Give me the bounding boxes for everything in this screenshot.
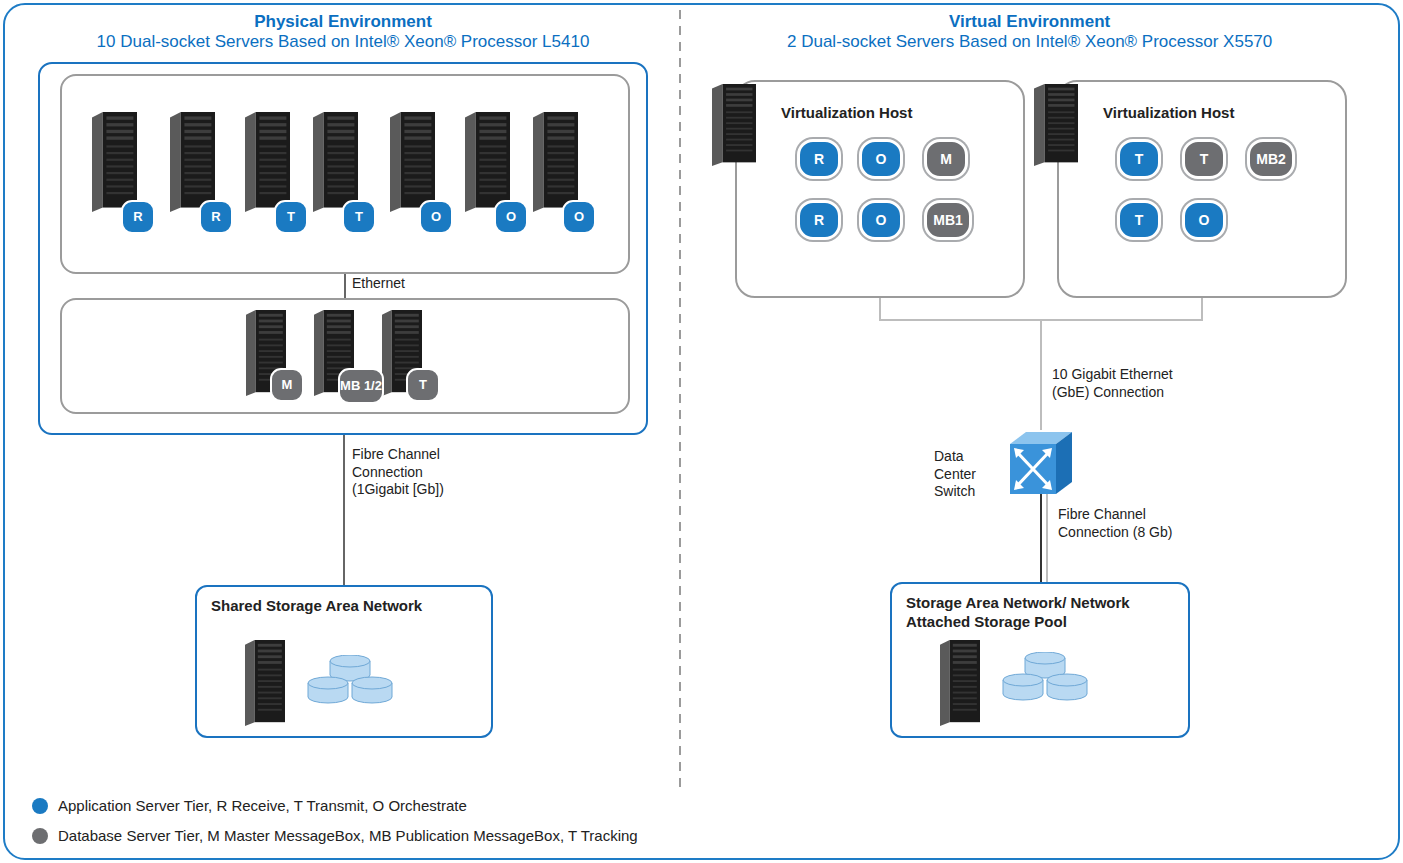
section-heading: 2 Dual-socket Servers Based on Intel® Xe… (787, 32, 1272, 52)
server-badge: T (342, 200, 376, 234)
badge-label: O (876, 213, 887, 228)
server-badge: O (419, 200, 453, 234)
connector (1041, 298, 1202, 430)
badge-label: R (814, 213, 824, 228)
storage-box: Storage Area Network/ Network Attached S… (890, 582, 1190, 738)
legend-row: Database Server Tier, M Master MessageBo… (32, 827, 638, 844)
badge-label: M (282, 378, 293, 392)
legend-swatch (32, 798, 48, 814)
legend-text: Database Server Tier, M Master MessageBo… (58, 827, 638, 844)
badge-label: O (876, 152, 887, 167)
node-label: Virtualization Host (781, 104, 912, 121)
vm-badge: R (797, 200, 841, 240)
node-label: Shared Storage Area Network (211, 597, 461, 616)
node-label: Storage Area Network/ Network Attached S… (906, 594, 1156, 632)
vm-badge: T (1117, 139, 1161, 179)
node-label: Physical Environment (40, 12, 646, 32)
vm-badge: O (859, 139, 903, 179)
badge-label: MB1 (933, 213, 963, 228)
switch-node: Data Center Switch (1010, 430, 1072, 494)
vm-badge: O (1182, 200, 1226, 240)
server-badge: M (270, 368, 304, 402)
badge-label: M (940, 152, 952, 167)
vm-badge: T (1182, 139, 1226, 179)
badge-label: O (506, 210, 516, 224)
badge-label: MB2 (1256, 152, 1286, 167)
server-group: M MB 1/2 T (60, 298, 630, 414)
badge-label: T (1135, 152, 1144, 167)
host-box: Virtualization HostR O M R O MB1 (735, 80, 1025, 298)
vm-badge: MB1 (924, 200, 972, 240)
vm-badge: O (859, 200, 903, 240)
legend-text: Application Server Tier, R Receive, T Tr… (58, 797, 467, 814)
connector-label: Fibre Channel Connection (8 Gb) (1058, 506, 1188, 541)
section-heading: Virtual Environment (949, 12, 1110, 32)
connector-label: Ethernet (352, 275, 472, 293)
vm-badge: MB2 (1247, 139, 1295, 179)
badge-label: T (1200, 152, 1209, 167)
server-badge: T (406, 368, 440, 402)
environment-panel: Physical Environment10 Dual-socket Serve… (38, 62, 648, 435)
node-label: 10 Dual-socket Servers Based on Intel® X… (40, 32, 646, 52)
server-badge: O (562, 200, 596, 234)
server-badge: R (199, 200, 233, 234)
server-badge: R (121, 200, 155, 234)
server-badge: T (274, 200, 308, 234)
legend-row: Application Server Tier, R Receive, T Tr… (32, 797, 467, 814)
server-badge: MB 1/2 (338, 368, 384, 404)
badge-label: MB 1/2 (340, 379, 382, 393)
connector-label: 10 Gigabit Ethernet (GbE) Connection (1052, 366, 1202, 401)
vm-badge: M (924, 139, 968, 179)
legend-swatch (32, 828, 48, 844)
badge-label: O (574, 210, 584, 224)
connector (1040, 494, 1042, 582)
badge-label: R (133, 210, 142, 224)
connector-label: Fibre Channel Connection (1Gigabit [Gb]) (352, 446, 472, 499)
badge-label: O (431, 210, 441, 224)
connector (344, 274, 346, 298)
badge-label: T (287, 210, 295, 224)
storage-box: Shared Storage Area Network (195, 585, 493, 738)
badge-label: R (814, 152, 824, 167)
connector (343, 435, 345, 585)
badge-label: T (1135, 213, 1144, 228)
badge-label: T (419, 378, 427, 392)
badge-label: T (355, 210, 363, 224)
connector (880, 298, 1041, 430)
node-label: Virtualization Host (1103, 104, 1234, 121)
vm-badge: T (1117, 200, 1161, 240)
server-badge: O (494, 200, 528, 234)
vm-badge: R (797, 139, 841, 179)
badge-label: O (1199, 213, 1210, 228)
node-label: Data Center Switch (934, 448, 1006, 501)
host-box: Virtualization HostTTMB2TO (1057, 80, 1347, 298)
server-group: RRTTOOO (60, 74, 630, 274)
badge-label: R (211, 210, 220, 224)
